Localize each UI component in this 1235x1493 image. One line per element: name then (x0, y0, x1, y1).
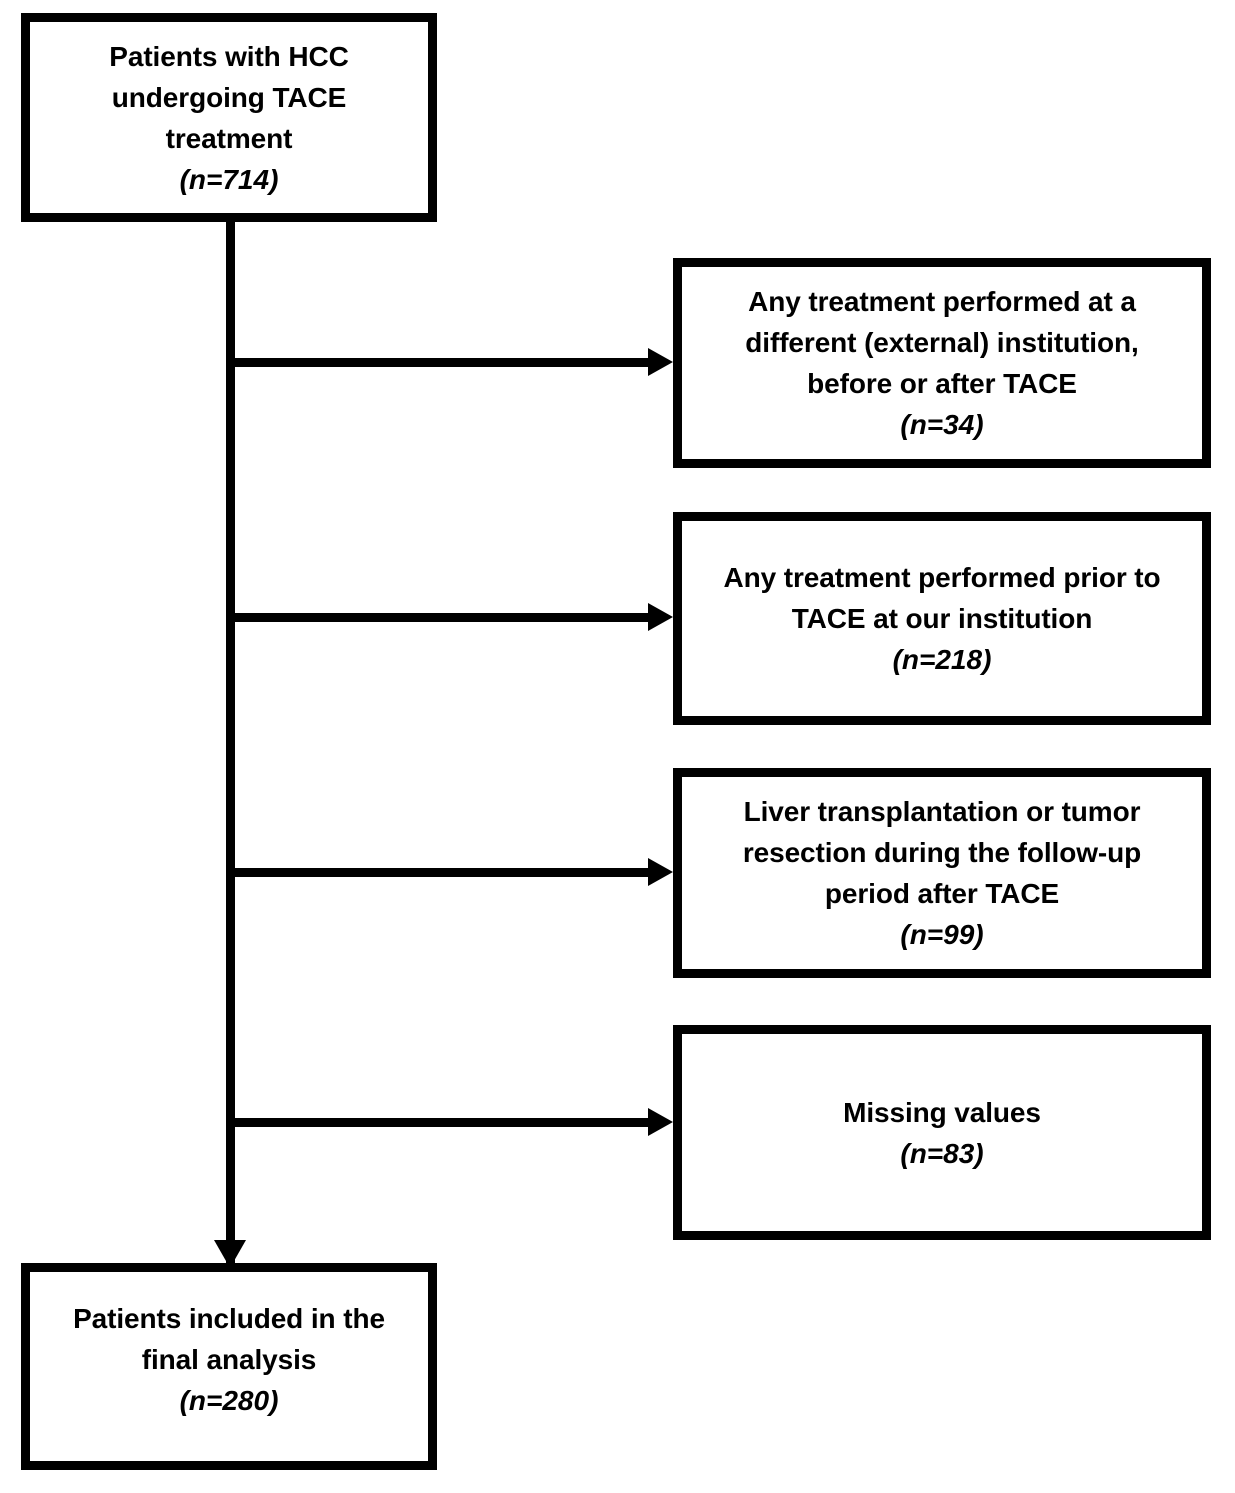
node-exclusion-2-count: (n=218) (892, 644, 992, 675)
node-exclusion-1-line-3: before or after TACE (807, 368, 1077, 399)
node-exclusion-2-line-2: TACE at our institution (791, 603, 1093, 634)
branch-connector-line-1 (226, 358, 651, 367)
node-start-line-1: Patients with HCC (109, 41, 349, 72)
node-final-analysis-cohort: Patients included in the final analysis … (21, 1263, 437, 1470)
node-final-line-2: final analysis (141, 1344, 317, 1375)
arrow-head-right-icon-4 (648, 1108, 673, 1136)
arrow-head-right-icon-3 (648, 858, 673, 886)
node-exclusion-1-text-block: Any treatment performed at a different (… (682, 281, 1202, 445)
node-exclusion-4-count: (n=83) (900, 1137, 984, 1169)
node-exclusion-4-line-1: Missing values (843, 1096, 1041, 1128)
node-exclusion-3-line-1: Liver transplantation or tumor (743, 796, 1141, 827)
arrow-head-right-icon-1 (648, 348, 673, 376)
node-start-cohort: Patients with HCC undergoing TACE treatm… (21, 13, 437, 222)
branch-connector-line-4 (226, 1118, 651, 1127)
node-start-line-3: treatment (165, 123, 293, 154)
node-exclusion-2-text-block: Any treatment performed prior to TACE at… (682, 557, 1202, 680)
node-exclusion-1-line-1: Any treatment performed at a (748, 286, 1136, 317)
node-exclusion-transplant-resection: Liver transplantation or tumor resection… (673, 768, 1211, 978)
node-exclusion-4-text-block: Missing values (n=83) (682, 1092, 1202, 1174)
node-exclusion-external-institution: Any treatment performed at a different (… (673, 258, 1211, 468)
node-final-text-block: Patients included in the final analysis … (30, 1298, 428, 1421)
node-exclusion-missing-values: Missing values (n=83) (673, 1025, 1211, 1240)
node-exclusion-prior-treatment: Any treatment performed prior to TACE at… (673, 512, 1211, 725)
node-exclusion-2-line-1: Any treatment performed prior to (723, 562, 1161, 593)
node-exclusion-3-line-2: resection during the follow-up (742, 837, 1142, 868)
node-exclusion-1-line-2: different (external) institution, (745, 327, 1139, 358)
node-exclusion-3-line-3: period after TACE (824, 878, 1060, 909)
node-start-line-2: undergoing TACE (111, 82, 347, 113)
node-exclusion-3-count: (n=99) (900, 919, 984, 950)
arrow-head-right-icon-2 (648, 603, 673, 631)
branch-connector-line-3 (226, 868, 651, 877)
node-start-count: (n=714) (179, 164, 279, 195)
node-exclusion-1-count: (n=34) (900, 409, 984, 440)
branch-connector-line-2 (226, 613, 651, 622)
node-exclusion-3-text-block: Liver transplantation or tumor resection… (682, 791, 1202, 955)
node-final-count: (n=280) (179, 1385, 279, 1416)
trunk-connector-line (226, 222, 235, 1263)
node-final-line-1: Patients included in the (73, 1303, 385, 1334)
node-start-text-block: Patients with HCC undergoing TACE treatm… (30, 36, 428, 200)
